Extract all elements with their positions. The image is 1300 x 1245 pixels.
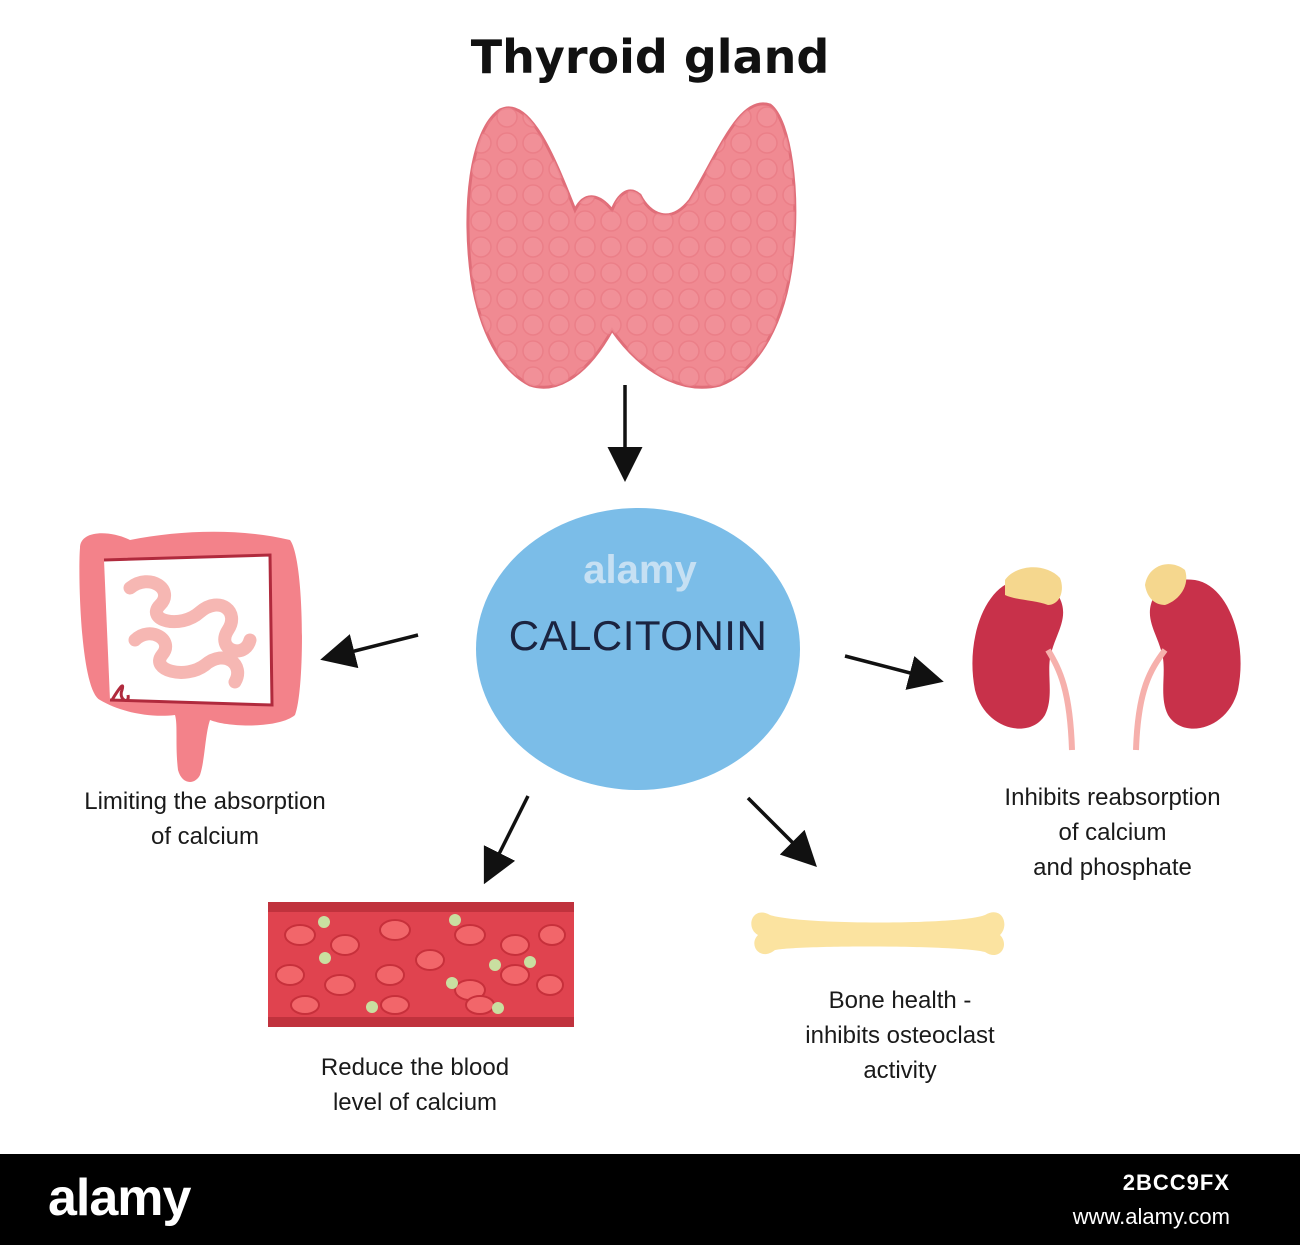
footer-bar: alamy 2BCC9FX www.alamy.com	[0, 1154, 1300, 1245]
blood-vessel-icon	[268, 902, 574, 1027]
intestine-icon	[79, 531, 302, 782]
arrow-to-intestine	[320, 633, 419, 669]
thyroid-icon	[466, 102, 797, 389]
watermark-text: alamy	[583, 548, 697, 592]
calcitonin-node	[476, 508, 800, 790]
blood-effect-label: Reduce the blood level of calcium	[320, 1054, 510, 1116]
bone-effect-label: Bone health - inhibits osteoclast activi…	[805, 987, 995, 1084]
bone-icon	[751, 912, 1005, 956]
footer-image-id: 2BCC9FX	[1122, 1170, 1230, 1195]
arrow-to-kidney	[844, 654, 944, 690]
intestine-effect-label: Limiting the absorption of calcium	[84, 788, 326, 850]
arrow-to-blood	[483, 795, 530, 885]
kidney-effect-label: Inhibits reabsorption of calcium and pho…	[1004, 784, 1221, 881]
diagram-title: Thyroid gland	[470, 30, 830, 84]
footer-logo: alamy	[48, 1169, 191, 1227]
calcitonin-label: CALCITONIN	[508, 612, 768, 659]
kidney-icon	[972, 564, 1241, 751]
arrow-to-bone	[746, 796, 817, 867]
footer-url: www.alamy.com	[1072, 1204, 1230, 1229]
